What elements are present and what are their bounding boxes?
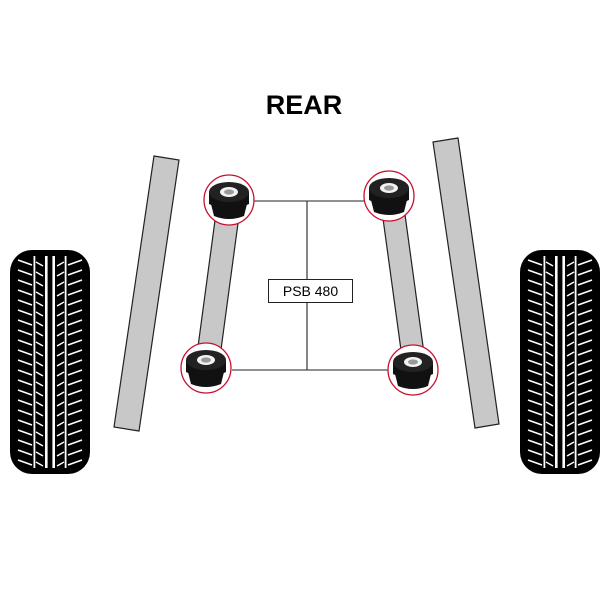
- diagram-title: REAR: [265, 90, 343, 120]
- left-outer-link: [113, 155, 180, 432]
- bush-rear-right: [387, 344, 439, 396]
- right-outer-link: [432, 137, 500, 429]
- connector-lines: [232, 200, 388, 371]
- part-number-label: PSB 480: [268, 279, 353, 303]
- bush-front-left: [203, 174, 255, 226]
- bush-rear-left: [180, 342, 232, 394]
- left-wheel-tyre: [10, 250, 90, 474]
- right-wheel-tyre: [520, 250, 600, 474]
- bush-front-right: [363, 170, 415, 222]
